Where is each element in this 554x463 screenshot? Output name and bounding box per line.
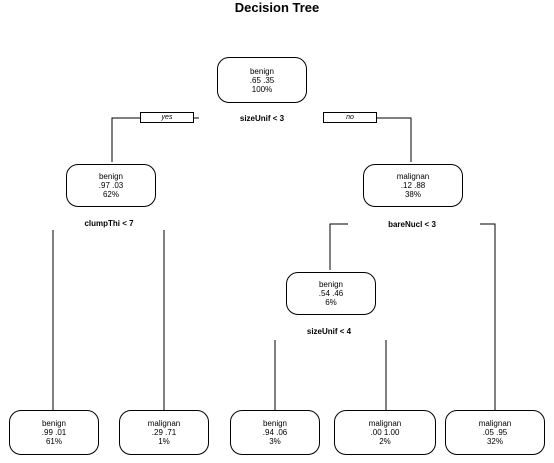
tree-node-6: benign .54 .46 6% — [286, 272, 376, 315]
node-probs: .05 .95 — [482, 428, 508, 437]
edge-bare-right — [480, 223, 496, 410]
node-probs: .29 .71 — [151, 428, 177, 437]
tree-leaf-2: malignan .29 .71 1% — [119, 410, 209, 455]
node-probs: .54 .46 — [318, 289, 344, 298]
edge-root-left — [111, 117, 199, 162]
split-label-root: sizeUnif < 3 — [239, 114, 285, 123]
node-class: malignan — [478, 419, 512, 428]
tree-node-3: malignan .12 .88 38% — [363, 164, 463, 207]
branch-label-no: no — [323, 112, 377, 123]
node-probs: .65 .35 — [249, 75, 275, 85]
node-class: benign — [249, 66, 275, 76]
node-percent: 6% — [325, 298, 337, 307]
diagram-title: Decision Tree — [234, 0, 320, 15]
node-probs: .12 .88 — [400, 181, 426, 190]
node-probs: .94 .06 — [262, 428, 288, 437]
node-percent: 62% — [102, 190, 119, 199]
branch-label-yes: yes — [140, 112, 194, 123]
node-class: malignan — [396, 172, 430, 181]
split-label-node-3: bareNucl < 3 — [388, 220, 436, 229]
node-percent: 61% — [45, 437, 62, 446]
tree-node-2: benign .97 .03 62% — [66, 164, 156, 207]
tree-leaf-5: malignan .05 .95 32% — [445, 410, 545, 455]
node-percent: 100% — [251, 84, 273, 94]
node-percent: 3% — [269, 437, 281, 446]
node-class: benign — [262, 419, 288, 428]
split-label-node-2: clumpThi < 7 — [84, 219, 134, 228]
tree-leaf-3: benign .94 .06 3% — [230, 410, 320, 455]
edge-bare-left — [329, 223, 348, 270]
node-class: benign — [98, 172, 124, 181]
node-class: malignan — [147, 419, 181, 428]
node-probs: .99 .01 — [41, 428, 67, 437]
node-percent: 32% — [486, 437, 503, 446]
node-probs: .00 1.00 — [370, 428, 400, 437]
node-class: benign — [318, 280, 344, 289]
edge-root-right — [325, 117, 412, 162]
node-percent: 2% — [379, 437, 391, 446]
node-probs: .97 .03 — [98, 181, 124, 190]
tree-leaf-1: benign .99 .01 61% — [9, 410, 99, 455]
tree-leaf-4: malignan .00 1.00 2% — [334, 410, 436, 455]
node-percent: 1% — [158, 437, 170, 446]
node-class: benign — [41, 419, 67, 428]
node-class: malignan — [368, 419, 402, 428]
tree-node-root: benign .65 .35 100% — [217, 57, 307, 103]
split-label-node-6: sizeUnif < 4 — [306, 327, 352, 336]
node-percent: 38% — [404, 190, 421, 199]
